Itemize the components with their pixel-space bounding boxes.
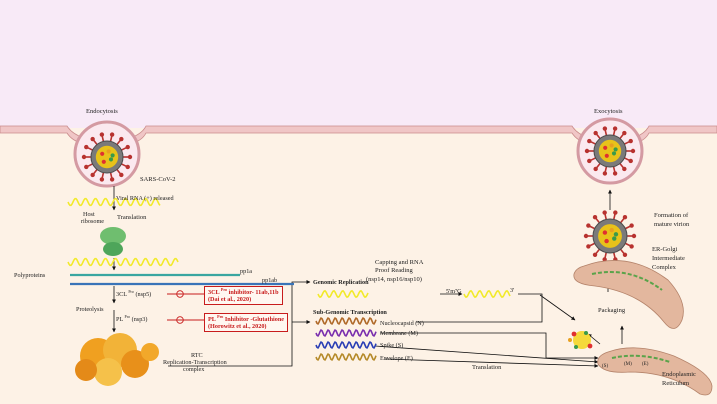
nucleocapsid-label: Nucleocapsid (N) <box>380 320 424 327</box>
inhibitor-plpro-box: PL Pro Inhibitor -Glutathione (Horowitz … <box>204 313 289 333</box>
sars-cov-2-label: SARS-CoV-2 <box>140 176 176 183</box>
packaging-label: Packaging <box>598 307 626 314</box>
exocytosis-label: Exocytosis <box>594 108 623 115</box>
pp1ab-label: pp1ab <box>262 277 278 284</box>
proteolysis-label: Proteolysis <box>76 306 104 313</box>
mature-virion-icon <box>583 210 637 262</box>
pl-protease-label: PL Pro (nsp3) <box>116 314 148 324</box>
formation-label-2: mature virion <box>654 221 690 228</box>
capping-label-3: (nsp14, nsp16/nsp10) <box>366 276 422 283</box>
ribosome-label: ribosome <box>81 218 105 225</box>
subgenomic-transcription-label: Sub-Genomic Transcription <box>313 309 387 316</box>
capping-label-2: Proof Reading <box>375 267 413 274</box>
ergic-label-2: Intermediate <box>652 255 685 262</box>
spike-protein-label: Spike (S) <box>380 342 404 349</box>
rtc-full-label: Replication-Transcription <box>163 359 227 366</box>
viral-rna-label: Viral RNA (+) released <box>116 195 174 202</box>
rtc-complex-icon <box>75 333 159 386</box>
ribosome-icon <box>100 227 126 256</box>
cl3-protease-label: 3CL Pro (nsp5) <box>116 289 152 299</box>
translation-label-1: Translation <box>117 214 147 221</box>
extracellular-space <box>0 0 717 128</box>
inhibitor-3clpro-box: 3CL Pro inhibitor- 11ab,11b (Dai et al.,… <box>204 286 283 306</box>
exocytosis-virion-icon <box>584 126 636 176</box>
rtc-complex-label: complex <box>183 366 205 373</box>
formation-label-1: Formation of <box>654 212 689 219</box>
host-label: Host <box>83 211 95 218</box>
er-spike-marker: (S) <box>602 364 609 369</box>
endoplasmic-reticulum <box>597 347 713 396</box>
genomic-replication-label: Genomic Replication <box>313 279 369 286</box>
inhibition-lines <box>167 290 204 324</box>
cap-label: 5'm⁷G <box>446 288 462 295</box>
nucleocapsid-rna-wave <box>315 317 377 325</box>
er-envelope-marker: (E) <box>642 362 649 367</box>
translation-label-2: Translation <box>472 364 502 371</box>
flow-arrows <box>112 186 626 368</box>
endocytosis-label: Endocytosis <box>86 108 118 115</box>
translated-rna-strand <box>67 257 179 267</box>
envelope-rna-wave <box>315 353 377 361</box>
genomic-rna-strand <box>317 289 369 299</box>
sars-cov-2-virion-icon <box>81 132 133 182</box>
viral-rna-strand <box>67 197 161 207</box>
rtc-label: RTC <box>191 352 203 359</box>
membrane-rna-wave <box>315 329 377 337</box>
packaging-particles-icon <box>568 331 593 349</box>
polyproteins-label: Polyproteins <box>14 272 46 279</box>
ergic-label-1: ER-Golgi <box>652 246 678 253</box>
capping-label-1: Capping and RNA <box>375 259 424 266</box>
ergic-label-3: Complex <box>652 264 676 271</box>
er-golgi-intermediate-complex <box>573 260 684 329</box>
er-membrane-marker: (M) <box>624 362 632 367</box>
spike-rna-wave <box>315 341 377 349</box>
er-label-2: Reticulum <box>662 380 690 387</box>
pp1a-label: pp1a <box>240 268 253 275</box>
envelope-protein-label: Envelope (E) <box>380 355 413 362</box>
capped-rna-strand <box>463 289 511 299</box>
er-label-1: Endoplasmic <box>662 371 696 378</box>
three-prime-label: 3' <box>510 287 515 294</box>
membrane-protein-label: Membrane (M) <box>380 330 418 337</box>
